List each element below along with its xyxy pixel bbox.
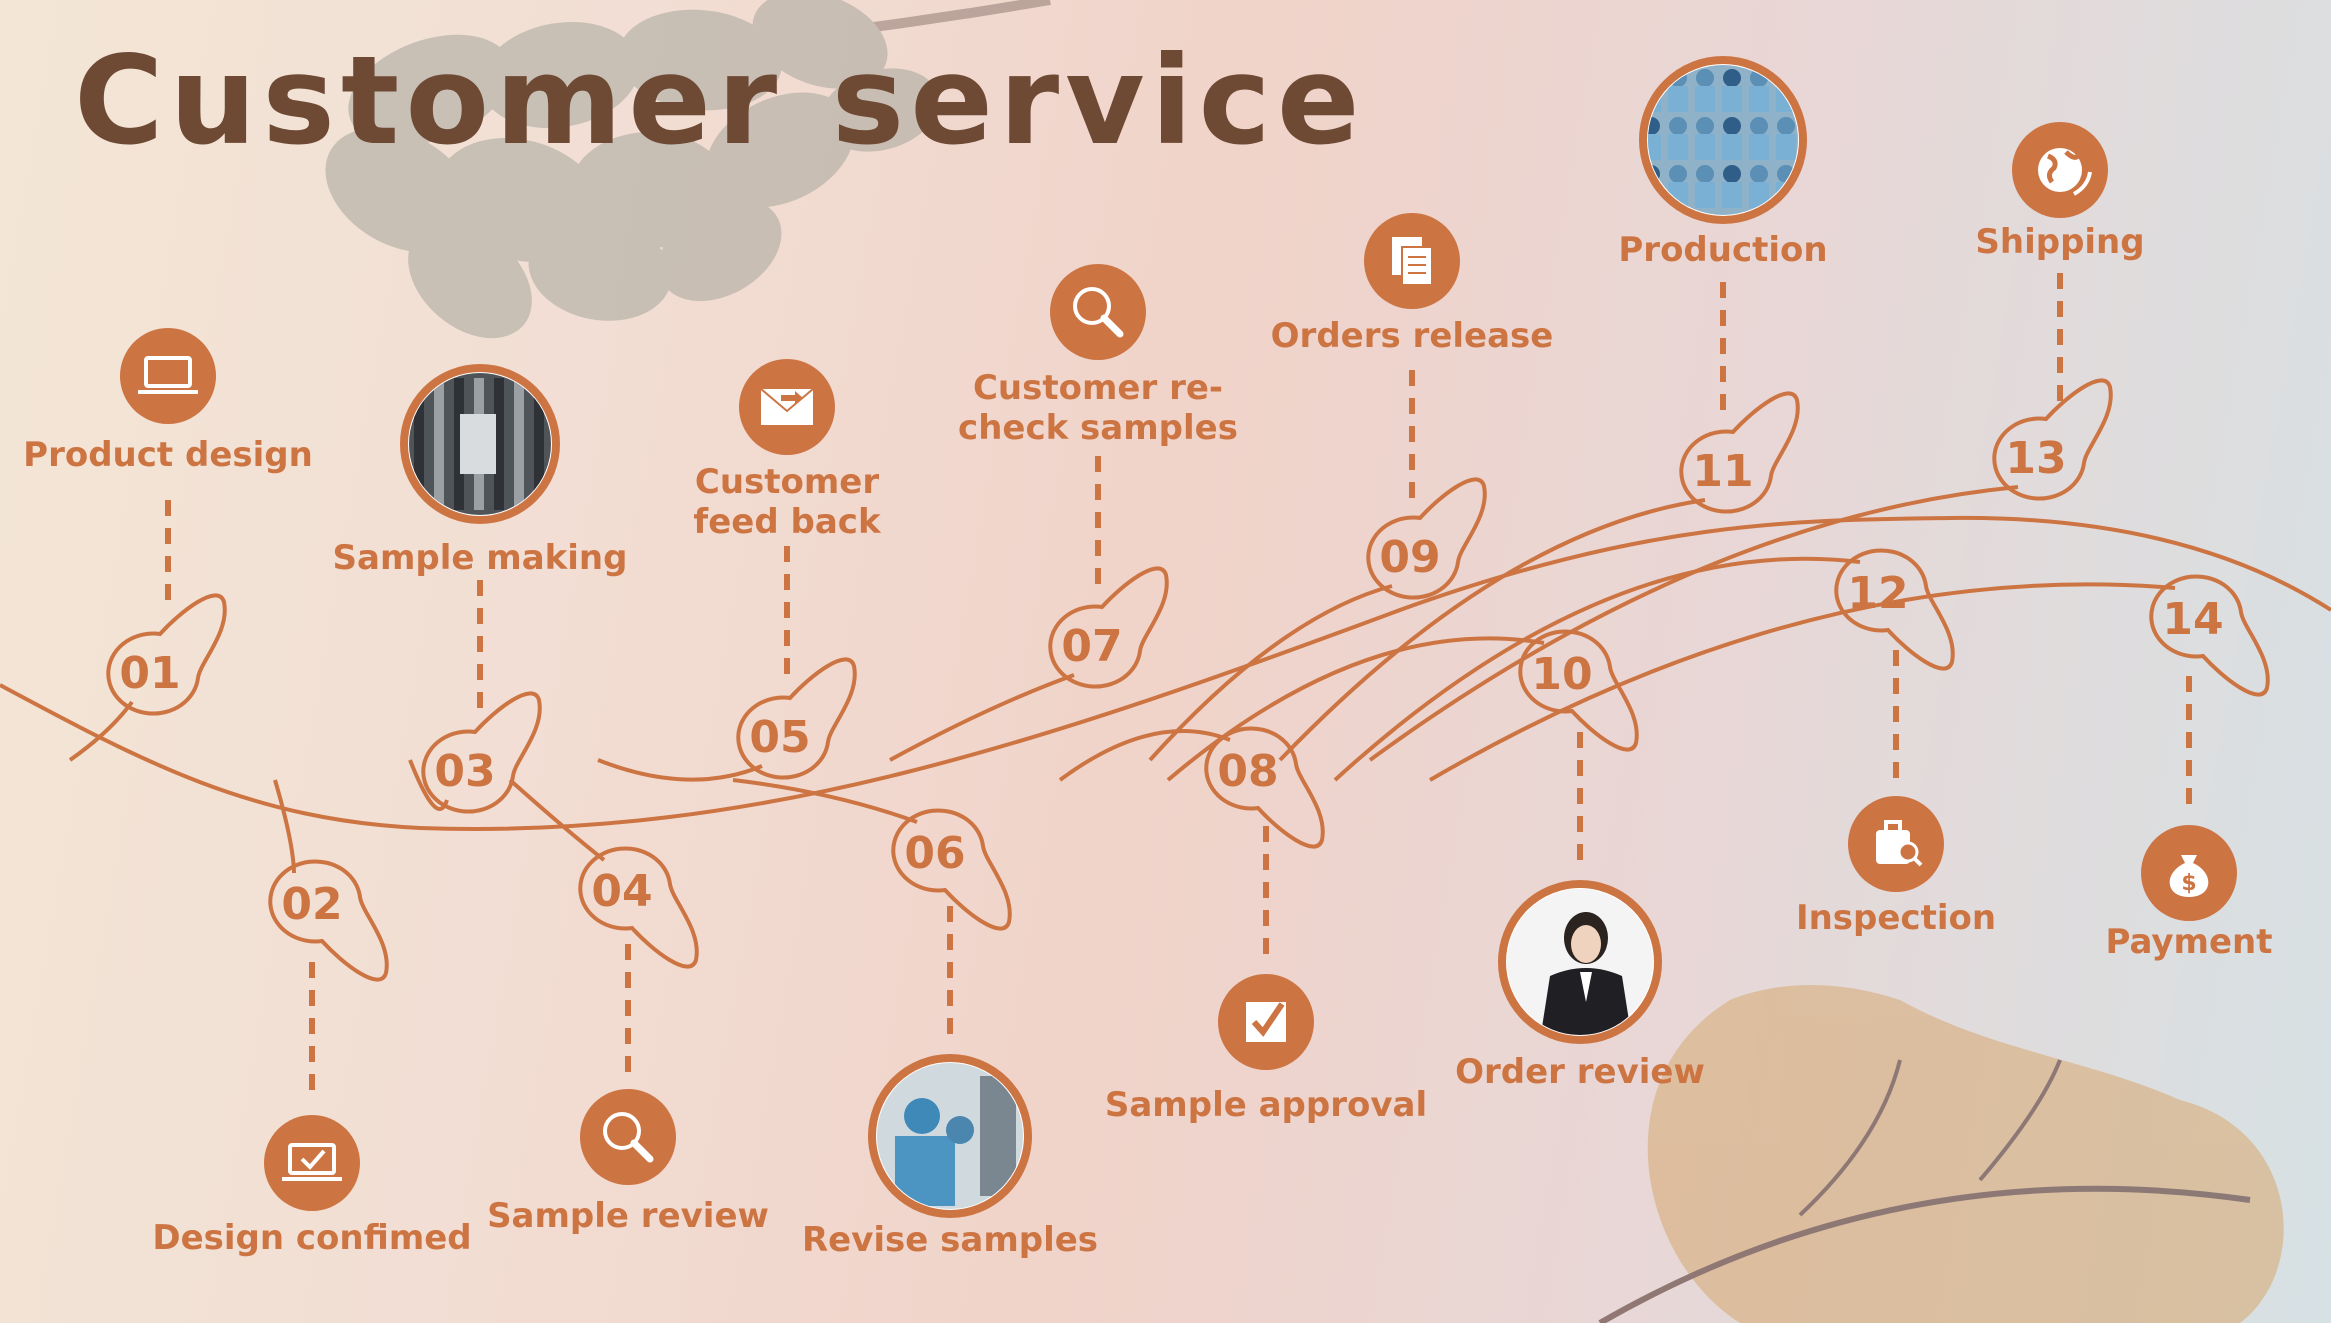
number-bulb: [1048, 566, 1169, 689]
step-13: 13: [1368, 122, 2113, 762]
step-number: 03: [434, 746, 495, 797]
globe-icon: [2012, 122, 2108, 218]
number-bulb: [1204, 726, 1325, 849]
step-label-03: Sample making: [332, 538, 628, 578]
step-label-04: Sample review: [487, 1196, 769, 1236]
step-label-14: Payment: [2105, 922, 2273, 962]
number-bulb: [268, 859, 389, 982]
branch-stem: [1333, 556, 1861, 782]
checkbox-icon: [1218, 974, 1314, 1070]
number-bulb: [106, 593, 227, 716]
magnifier-icon: [580, 1089, 676, 1185]
number-bulb: [1834, 548, 1955, 671]
magnifier-icon: [1050, 264, 1146, 360]
step-number: 02: [281, 879, 342, 930]
step-number: 06: [904, 828, 965, 879]
step-label-07: Customer re- check samples: [958, 368, 1238, 448]
step-10: 10: [1166, 629, 1662, 1044]
step-03: 03: [400, 364, 560, 814]
step-number: 10: [1531, 649, 1592, 700]
documents-icon: [1364, 213, 1460, 309]
branch-stem: [1428, 582, 2176, 782]
step-number: 09: [1379, 532, 1440, 583]
number-bulb: [421, 691, 542, 814]
step-05: 05: [597, 359, 857, 782]
branch-stem: [273, 779, 296, 874]
number-bulb: [1992, 378, 2113, 501]
step-number: 14: [2162, 594, 2223, 645]
branch-stem: [508, 778, 606, 862]
step-label-13: Shipping: [1975, 222, 2145, 262]
money-bag-icon: $: [2141, 825, 2237, 921]
branch-stem: [68, 700, 134, 762]
step-04: 04: [508, 778, 699, 1185]
number-bulb: [578, 846, 699, 969]
number-bulb: [1366, 477, 1487, 600]
branch-stem: [1166, 636, 1545, 782]
number-bulb: [1518, 629, 1639, 752]
step-label-11: Production: [1618, 230, 1828, 270]
step-number: 05: [749, 712, 810, 763]
step-label-08: Sample approval: [1104, 1085, 1428, 1125]
step-label-06: Revise samples: [801, 1220, 1099, 1260]
step-number: 07: [1061, 621, 1122, 672]
number-bulb: [891, 808, 1012, 931]
step-06: 06: [732, 778, 1032, 1218]
operator-photo: [1498, 880, 1662, 1044]
page-title: Customer service: [74, 30, 1366, 172]
production-photo: [1639, 56, 1807, 224]
number-bulb: [2149, 574, 2270, 697]
step-01: 01: [68, 328, 227, 762]
luggage-inspect-icon: [1848, 796, 1944, 892]
step-11: 11: [1278, 56, 1807, 762]
step-label-05: Customer feed back: [693, 462, 881, 542]
laptop-icon: [120, 328, 216, 424]
step-label-01: Product design: [23, 435, 313, 475]
laptop-check-icon: [264, 1115, 360, 1211]
branch-stem: [1368, 485, 2019, 762]
step-08: 08: [1058, 726, 1325, 1070]
step-number: 13: [2005, 433, 2066, 484]
step-02: 02: [264, 779, 389, 1211]
svg-text:$: $: [2181, 871, 2196, 896]
step-number: 04: [591, 866, 652, 917]
step-number: 08: [1217, 746, 1278, 797]
step-label-02: Design confimed: [152, 1218, 472, 1258]
workers-photo: [868, 1054, 1032, 1218]
step-14: 14 $: [1428, 574, 2270, 921]
branch-stem: [597, 758, 763, 782]
branch-stem: [1278, 498, 1706, 762]
step-label-12: Inspection: [1795, 898, 1997, 938]
step-number: 01: [119, 648, 180, 699]
factory-photo: [400, 364, 560, 524]
step-label-09: Orders release: [1270, 316, 1554, 356]
number-bulb: [1679, 391, 1800, 514]
branch-stem: [1148, 584, 1393, 762]
envelope-icon: [739, 359, 835, 455]
number-bulb: [736, 657, 857, 780]
step-09: 09: [1148, 213, 1487, 762]
step-07: 07: [889, 264, 1169, 762]
step-number: 11: [1692, 446, 1753, 497]
branch-stem: [889, 673, 1075, 762]
branch-stem: [1058, 729, 1231, 782]
branch-stem: [732, 778, 918, 824]
step-label-10: Order review: [1455, 1052, 1705, 1092]
